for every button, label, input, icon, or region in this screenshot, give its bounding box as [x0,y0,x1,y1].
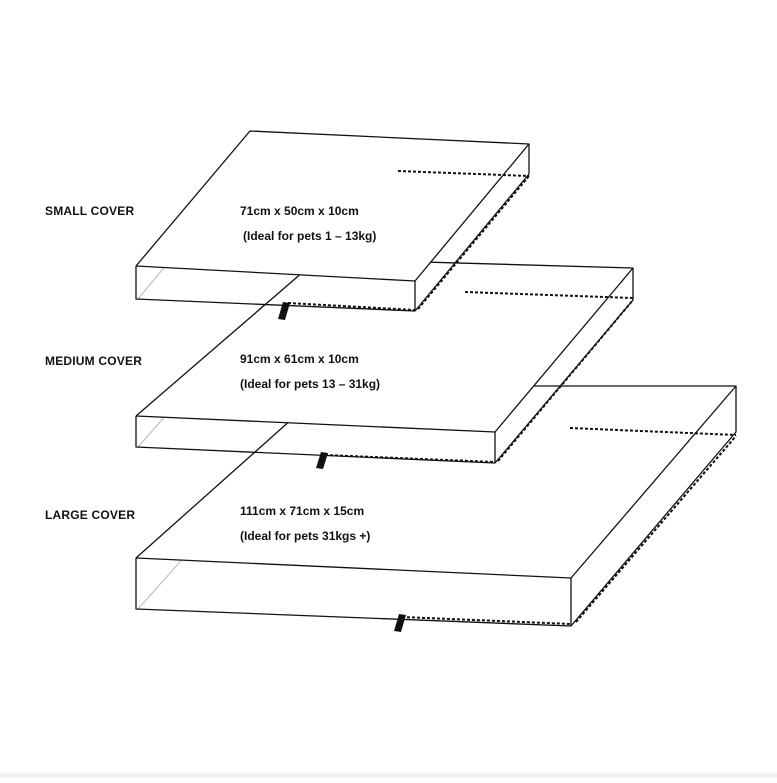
large-front-top-edge [135,557,572,579]
large-zipper-front [401,616,572,625]
medium-front-right-edge [494,267,634,433]
large-cover-ideal: (Ideal for pets 31kgs +) [240,529,370,543]
small-cover-label: SMALL COVER [45,204,134,218]
small-zipper-front [287,302,416,311]
medium-zipper-back [464,291,634,299]
small-cover-ideal: (Ideal for pets 1 – 13kg) [243,229,376,243]
large-front-right-edge [570,385,737,579]
small-cover-box [135,130,530,320]
small-zipper-tab [278,302,290,320]
large-zipper-tab [394,614,406,632]
medium-zipper-tab [316,452,328,469]
large-cover-dimensions: 111cm x 71cm x 15cm [240,504,364,518]
medium-zipper-side [497,299,634,462]
medium-front-top-edge [135,415,496,433]
small-outline [135,130,530,312]
large-cover-label: LARGE COVER [45,508,135,522]
small-zipper-side [417,175,530,310]
medium-zipper-front [324,454,496,463]
bottom-border-band [0,773,777,778]
large-cover-box [135,385,737,632]
small-top-face [136,131,529,281]
medium-top-face [136,259,633,432]
small-zipper-back [397,170,530,177]
small-front-right-edge [414,143,530,282]
medium-cover-ideal: (Ideal for pets 13 – 31kg) [240,377,380,391]
small-cover-dimensions: 71cm x 50cm x 10cm [240,204,359,218]
small-front-top-edge [135,265,416,282]
medium-cover-dimensions: 91cm x 61cm x 10cm [240,352,359,366]
large-zipper-back [569,427,737,436]
large-zipper-side [575,435,737,623]
medium-cover-label: MEDIUM COVER [45,354,142,368]
large-top-face [136,386,736,578]
